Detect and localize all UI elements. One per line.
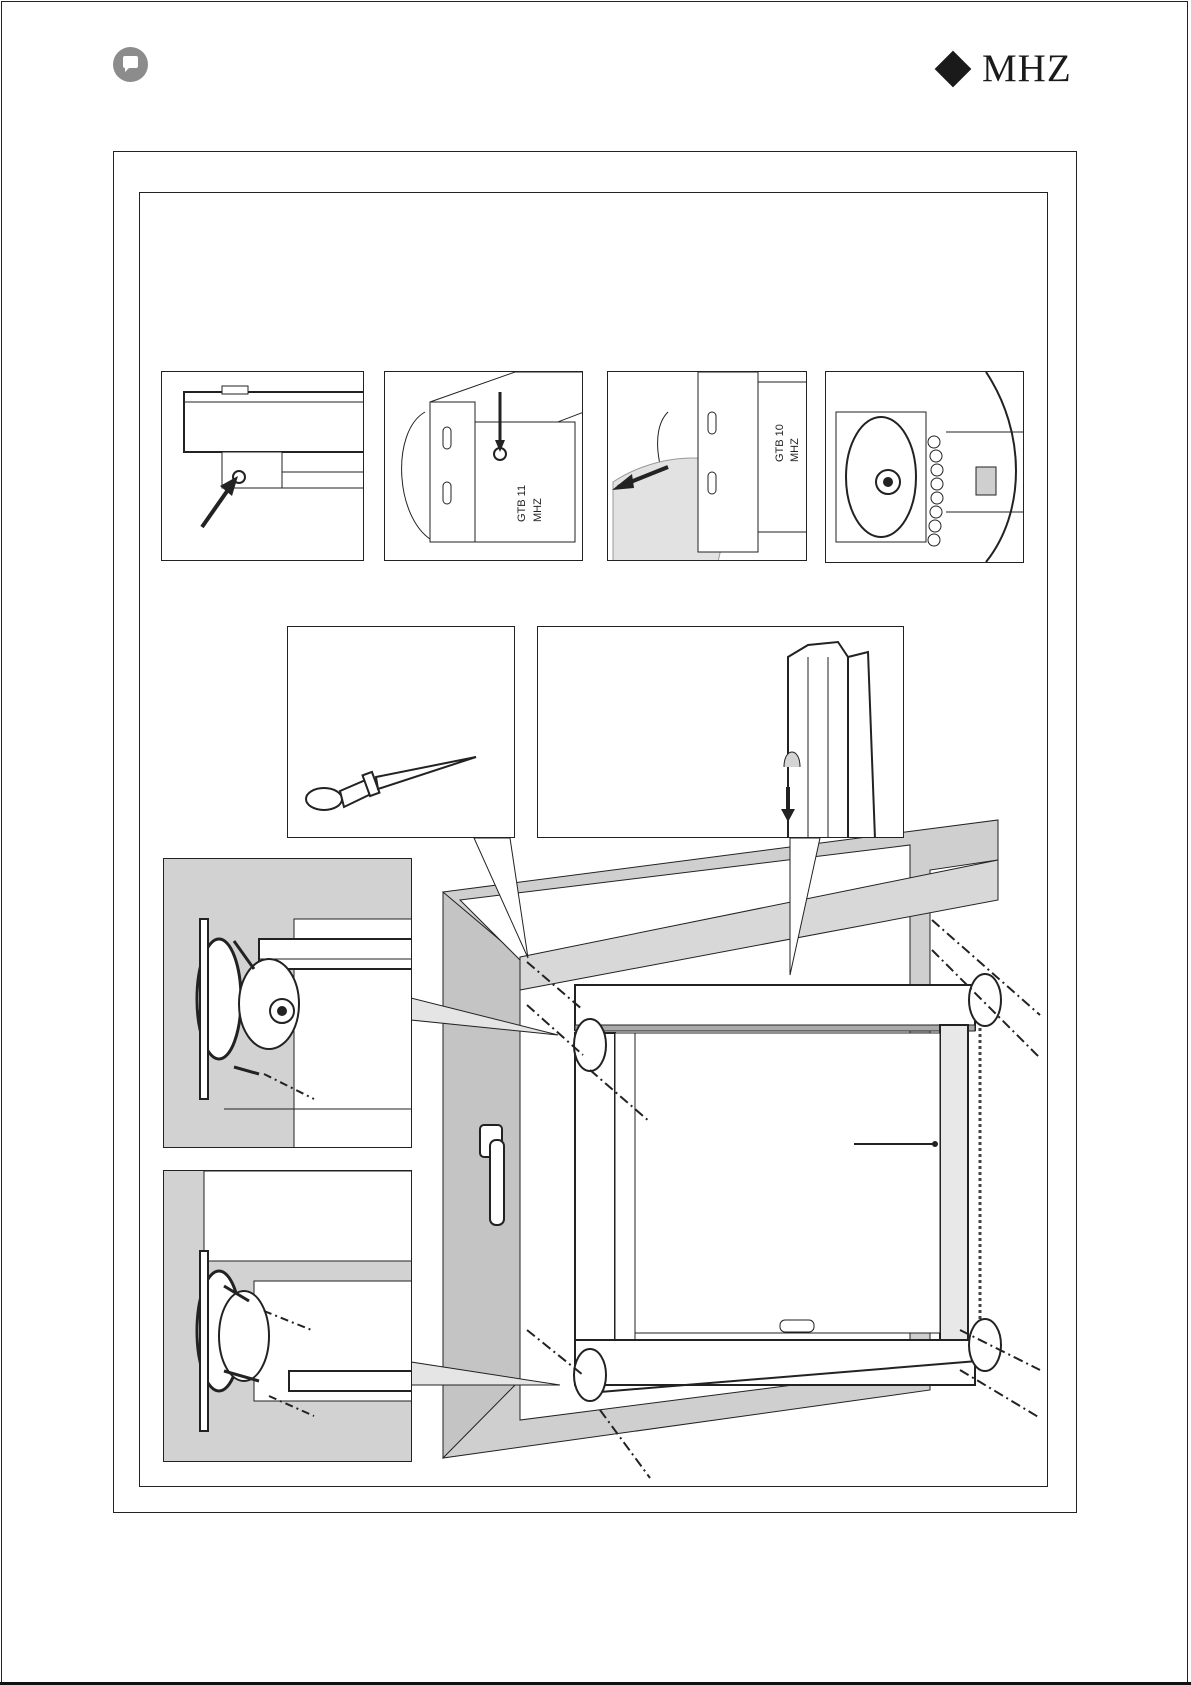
top-rail	[575, 985, 975, 1030]
tool-callout-panel	[287, 626, 515, 838]
detail-top-panel	[163, 858, 412, 1148]
left-guide-rail	[575, 1033, 615, 1363]
right-guide-rail	[940, 1025, 968, 1365]
detail-bottom-panel	[163, 1170, 412, 1462]
top-bracket-detail	[164, 859, 412, 1148]
profile-rail-icon	[538, 627, 904, 838]
awl-icon	[288, 627, 515, 838]
bottom-bracket-detail	[164, 1171, 412, 1462]
profile-callout-panel	[537, 626, 904, 838]
screen-mesh	[635, 1033, 940, 1333]
